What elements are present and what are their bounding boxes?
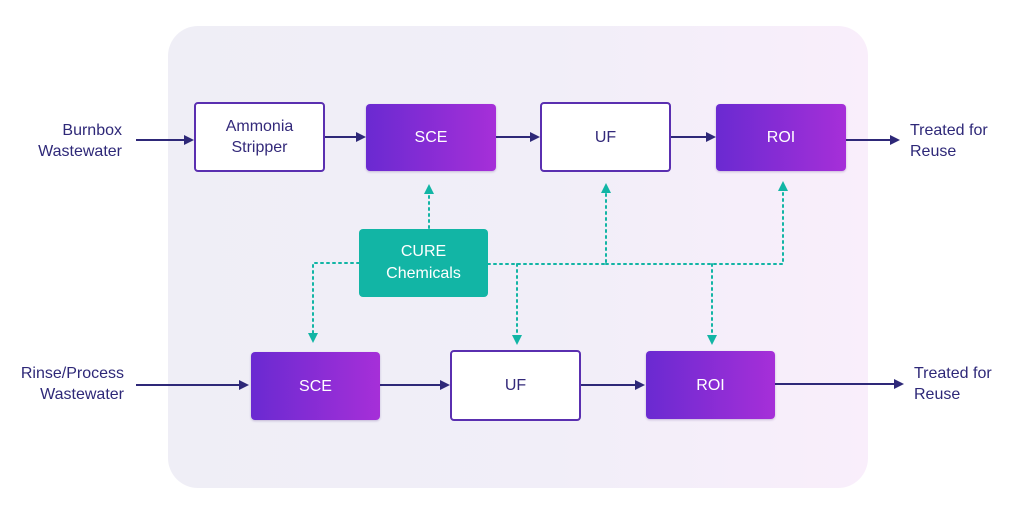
stage-box-top-uf: UF [540, 102, 671, 172]
stage-label: ROI [766, 129, 796, 146]
stage-box-top-sce: SCE [366, 104, 496, 171]
stage-label: SCE [299, 377, 332, 395]
cure-chemicals-box: CURE Chemicals [359, 229, 488, 297]
bottom-input-label: Rinse/Process Wastewater [20, 365, 124, 403]
stage-label: UF [594, 128, 617, 146]
stage-box-ammonia-stripper: Ammonia Stripper [194, 102, 325, 172]
chem-feed-top-uf [487, 183, 611, 265]
stage-box-top-roi: ROI [716, 104, 846, 171]
stage-label: SCE [414, 129, 448, 146]
top-input-label: Burnbox Wastewater [38, 122, 122, 160]
stage-label: ROI [696, 376, 725, 394]
chemicals-label: CURE Chemicals [386, 243, 461, 282]
stage-box-bottom-sce: SCE [251, 352, 380, 420]
stage-box-bottom-roi: ROI [646, 351, 775, 419]
stage-label: UF [504, 377, 527, 394]
stage-label: Ammonia Stripper [225, 118, 294, 156]
top-output-label: Treated for Reuse [910, 122, 988, 160]
bottom-output-label: Treated for Reuse [914, 365, 992, 403]
stage-box-bottom-uf: UF [450, 350, 581, 421]
chem-feed-top-roi [605, 181, 788, 265]
chem-feed-bottom-sce [308, 262, 360, 343]
